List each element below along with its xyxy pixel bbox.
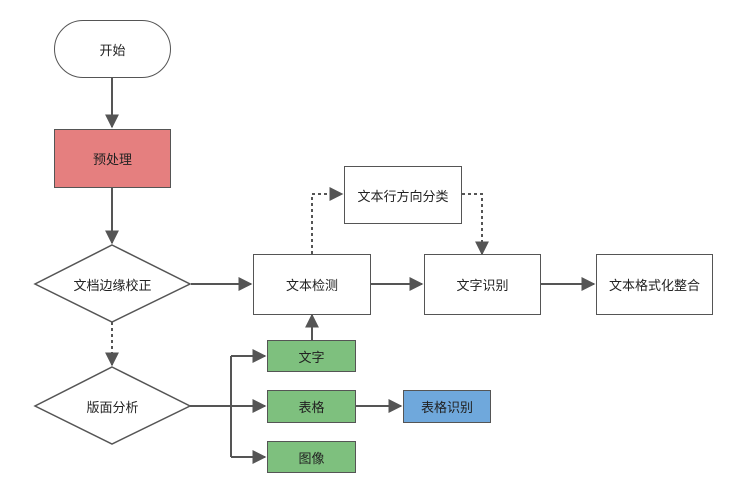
- image-category-node: 图像: [267, 441, 356, 473]
- start-node: 开始: [54, 20, 171, 78]
- preprocess-node: 预处理: [54, 129, 171, 188]
- text-category-node: 文字: [267, 340, 356, 372]
- edge-correction-label: 文档边缘校正: [73, 278, 152, 294]
- char-recognition-node: 文字识别: [424, 254, 541, 315]
- text-detection-node: 文本检测: [253, 254, 371, 315]
- edge-direction-recognition: [462, 193, 489, 256]
- layout-analysis-diamond: [33, 366, 192, 445]
- table-category-node: 表格: [267, 390, 356, 423]
- line-direction-node: 文本行方向分类: [344, 166, 462, 224]
- edge-correction-diamond: [33, 244, 192, 323]
- format-integration-node: 文本格式化整合: [596, 254, 713, 315]
- layout-analysis-label: 版面分析: [86, 400, 139, 416]
- edge-detection-direction: [311, 187, 344, 254]
- table-recognition-node: 表格识别: [403, 390, 491, 423]
